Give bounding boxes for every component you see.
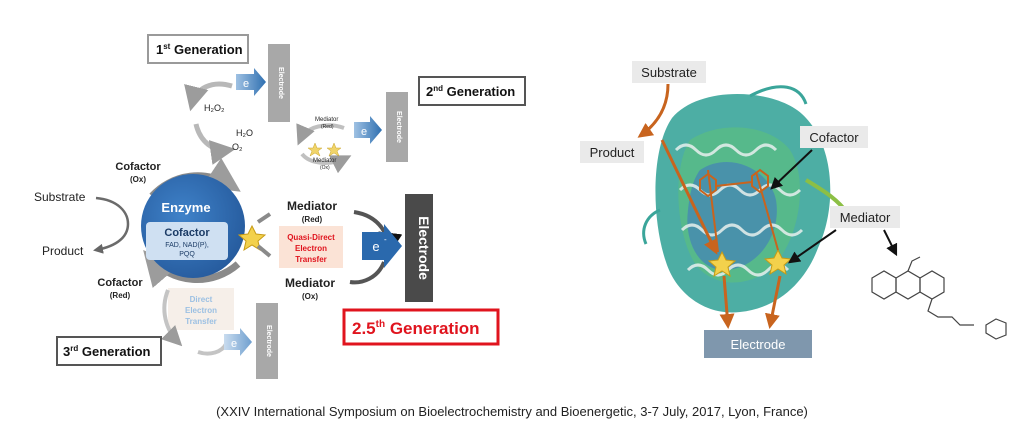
svg-text:e: e <box>231 338 237 350</box>
large-electron-arrow: e - <box>362 224 402 268</box>
quasi-direct-line-1: Quasi-Direct <box>287 233 335 242</box>
o2-label: O₂ <box>232 142 243 152</box>
third-gen-electrode: Electrode <box>256 303 278 379</box>
cofactor-red-sub: (Red) <box>110 291 131 300</box>
right-substrate-label: Substrate <box>632 61 706 83</box>
right-arrows <box>637 83 898 329</box>
svg-text:2.5th Generation: 2.5th Generation <box>352 319 480 338</box>
mediator-red-sub: (Red) <box>302 215 323 224</box>
cofactor-inner-label: Cofactor <box>164 227 210 239</box>
enzyme-label: Enzyme <box>161 200 210 215</box>
cofactor-ox-sub: (Ox) <box>130 175 146 184</box>
first-gen-electron-arrow: e <box>236 68 266 96</box>
cofactor-red-label: Cofactor <box>97 277 143 289</box>
small-mediator-ox-sub: (Ox) <box>320 165 330 171</box>
small-mediator-ox: Mediator <box>313 158 336 164</box>
quasi-direct-line-2: Electron <box>295 244 327 253</box>
small-mediator-red-sub: (Red) <box>321 124 334 130</box>
mediator-red-label: Mediator <box>287 199 337 213</box>
right-mediator-label: Mediator <box>830 206 900 228</box>
second-generation-box: 2nd Generation <box>418 76 526 106</box>
product-label: Product <box>42 244 84 258</box>
direct-line-1: Direct <box>190 295 213 304</box>
svg-text:Product: Product <box>590 145 635 160</box>
cofactor-ox-label: Cofactor <box>115 161 161 173</box>
svg-text:Electrode: Electrode <box>265 325 272 357</box>
svg-text:Electrode: Electrode <box>277 67 284 99</box>
two-point-five-generation-box: 2.5th Generation <box>342 308 500 346</box>
svg-text:Substrate: Substrate <box>641 65 697 80</box>
third-generation-box: 3rd Generation <box>56 336 162 366</box>
mediator-chemical-structure <box>871 256 1007 340</box>
mediator-star <box>237 224 267 252</box>
large-electrode: Electrode <box>405 194 433 302</box>
first-gen-cycle <box>184 81 236 165</box>
svg-text:e: e <box>361 126 367 138</box>
second-gen-electrode: Electrode <box>386 92 408 162</box>
cofactor-inner-detail-2: PQQ <box>179 251 195 258</box>
mediator-ox-label: Mediator <box>285 276 335 290</box>
h2o2-label: H₂O₂ <box>204 103 225 113</box>
h2o-label: H₂O <box>236 128 253 138</box>
second-gen-cycle <box>296 123 352 174</box>
cofactor-inner-detail-1: FAD, NAD(P), <box>165 242 209 249</box>
third-gen-electron-arrow: e <box>224 328 252 356</box>
quasi-direct-line-3: Transfer <box>295 255 327 264</box>
mediator-link-arrows <box>256 212 272 258</box>
right-cofactor-label: Cofactor <box>800 126 868 148</box>
enzyme-body: Enzyme Cofactor FAD, NAD(P), PQQ <box>141 174 245 278</box>
svg-text:e: e <box>243 78 249 90</box>
quasi-direct-transfer-box: Quasi-Direct Electron Transfer <box>279 226 343 268</box>
substrate-label: Substrate <box>34 190 86 204</box>
right-product-label: Product <box>580 141 644 163</box>
right-electrode-bar: Electrode <box>704 330 812 358</box>
first-gen-electrode: Electrode <box>268 44 290 122</box>
mediator-ox-sub: (Ox) <box>302 292 318 301</box>
svg-text:-: - <box>384 235 387 244</box>
small-mediator-red: Mediator <box>315 117 338 123</box>
direct-line-3: Transfer <box>185 317 217 326</box>
svg-text:Electrode: Electrode <box>416 216 432 280</box>
second-gen-electron-arrow: e <box>354 116 382 144</box>
svg-text:3rd Generation: 3rd Generation <box>63 344 151 359</box>
svg-text:e: e <box>372 239 379 254</box>
svg-text:Cofactor: Cofactor <box>809 130 859 145</box>
direct-line-2: Electron <box>185 306 217 315</box>
first-generation-box: 1st Generation <box>147 34 249 64</box>
svg-text:2nd Generation: 2nd Generation <box>426 84 515 99</box>
small-mediator-stars <box>307 142 342 157</box>
svg-text:1st Generation: 1st Generation <box>156 42 243 57</box>
svg-text:Electrode: Electrode <box>395 111 402 143</box>
protein-structure <box>642 85 850 313</box>
svg-text:Mediator: Mediator <box>840 210 891 225</box>
direct-transfer-box: Direct Electron Transfer <box>168 288 234 330</box>
svg-text:Electrode: Electrode <box>731 337 786 352</box>
citation-caption: (XXIV International Symposium on Bioelec… <box>216 404 808 419</box>
substrate-product-arrow <box>93 196 130 254</box>
